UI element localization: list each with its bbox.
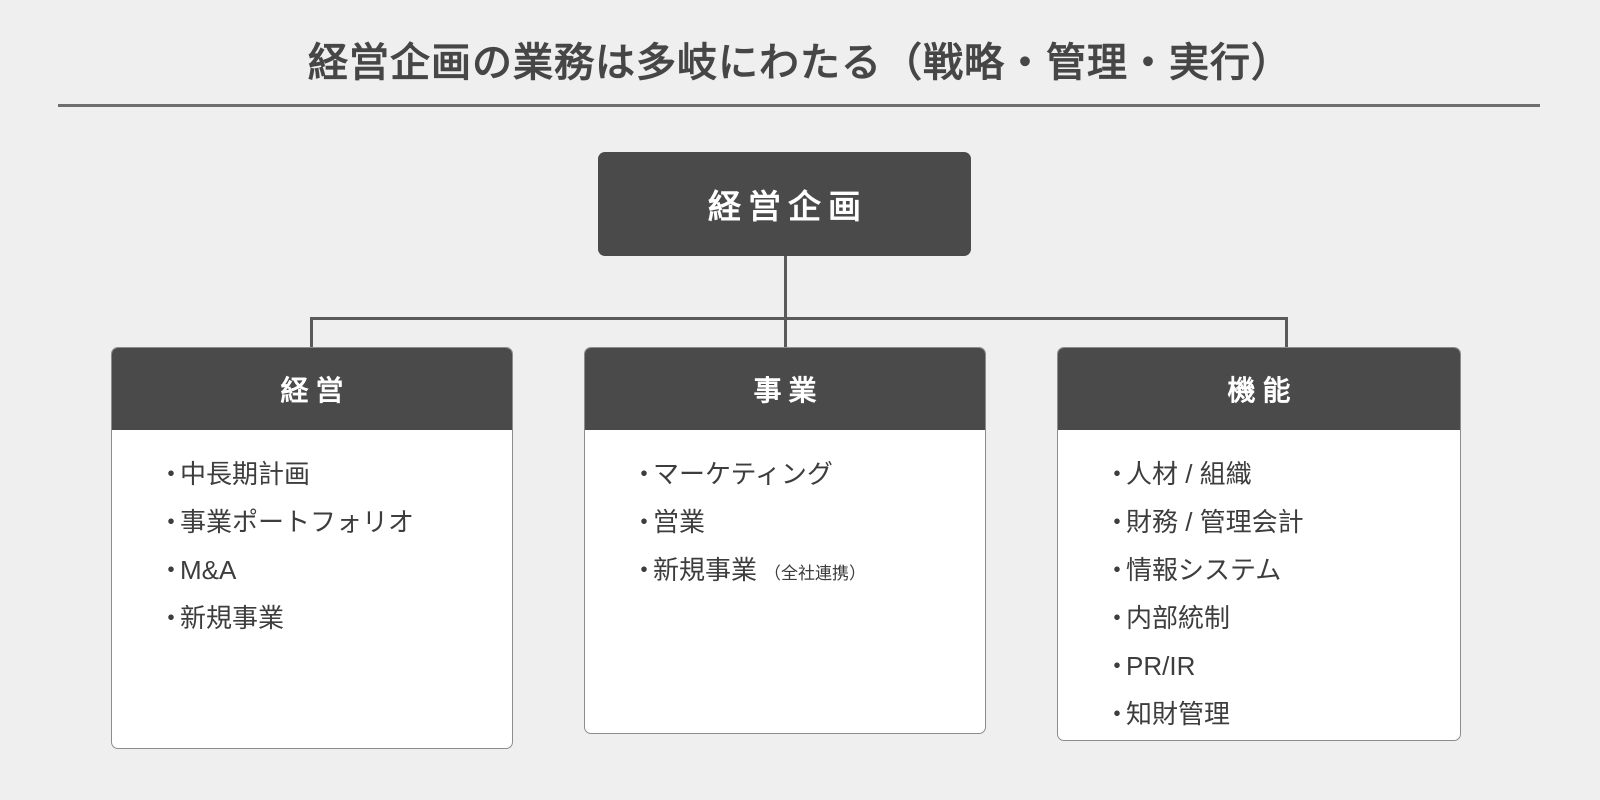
list-item: ・ 人材 / 組織 bbox=[1104, 450, 1460, 498]
root-node-keiei-kikaku: 経営企画 bbox=[598, 152, 971, 256]
list-item: ・ M&A bbox=[158, 546, 512, 594]
category-body-kino: ・ 人材 / 組織 ・ 財務 / 管理会計 ・ 情報システム ・ 内部統制 ・ bbox=[1058, 430, 1460, 740]
bullet-icon: ・ bbox=[158, 459, 185, 489]
bullet-icon: ・ bbox=[1104, 603, 1131, 633]
list-item-label: 中長期計画 bbox=[180, 459, 311, 489]
list-item-label: M&A bbox=[180, 555, 237, 585]
list-item-label: 新規事業 bbox=[180, 603, 285, 633]
list-item: ・ PR/IR bbox=[1104, 642, 1460, 690]
connector-root-vertical bbox=[784, 255, 787, 319]
list-item: ・ 中長期計画 bbox=[158, 450, 512, 498]
category-card-jigyo: 事業 ・ マーケティング ・ 営業 ・ 新規事業 （全社連携） bbox=[584, 347, 986, 734]
list-item-label: マーケティング bbox=[653, 459, 833, 489]
connector-branch-right bbox=[1285, 317, 1288, 348]
list-item-label: 情報システム bbox=[1126, 555, 1282, 585]
category-header-jigyo: 事業 bbox=[585, 348, 985, 430]
item-list-keiei: ・ 中長期計画 ・ 事業ポートフォリオ ・ M&A ・ 新規事業 bbox=[158, 450, 512, 642]
category-header-label: 経営 bbox=[280, 375, 351, 406]
bullet-icon: ・ bbox=[1104, 699, 1131, 729]
list-item-label: 財務 / 管理会計 bbox=[1126, 507, 1304, 537]
connector-horizontal-bus bbox=[310, 317, 1288, 320]
list-item-label: 知財管理 bbox=[1126, 699, 1231, 729]
bullet-icon: ・ bbox=[631, 507, 658, 537]
category-body-jigyo: ・ マーケティング ・ 営業 ・ 新規事業 （全社連携） bbox=[585, 430, 985, 733]
page-title: 経営企画の業務は多岐にわたる（戦略・管理・実行） bbox=[308, 41, 1292, 85]
bullet-icon: ・ bbox=[1104, 555, 1131, 585]
list-item: ・ 新規事業 bbox=[158, 594, 512, 642]
category-header-keiei: 経営 bbox=[112, 348, 512, 430]
list-item: ・ 財務 / 管理会計 bbox=[1104, 498, 1460, 546]
connector-branch-left bbox=[310, 317, 313, 348]
list-item: ・ 新規事業 （全社連携） bbox=[631, 546, 985, 598]
connector-branch-middle bbox=[784, 317, 787, 348]
category-header-label: 事業 bbox=[753, 375, 824, 406]
bullet-icon: ・ bbox=[1104, 459, 1131, 489]
category-card-keiei: 経営 ・ 中長期計画 ・ 事業ポートフォリオ ・ M&A ・ 新規事業 bbox=[111, 347, 513, 749]
bullet-icon: ・ bbox=[1104, 651, 1131, 681]
bullet-icon: ・ bbox=[158, 603, 185, 633]
list-item: ・ 営業 bbox=[631, 498, 985, 546]
category-body-keiei: ・ 中長期計画 ・ 事業ポートフォリオ ・ M&A ・ 新規事業 bbox=[112, 430, 512, 748]
list-item: ・ 事業ポートフォリオ bbox=[158, 498, 512, 546]
category-header-label: 機能 bbox=[1227, 375, 1298, 406]
item-list-kino: ・ 人材 / 組織 ・ 財務 / 管理会計 ・ 情報システム ・ 内部統制 ・ bbox=[1104, 450, 1460, 738]
list-item-label: 人材 / 組織 bbox=[1126, 459, 1252, 489]
list-item-label: PR/IR bbox=[1126, 651, 1196, 681]
list-item: ・ 知財管理 bbox=[1104, 690, 1460, 738]
item-list-jigyo: ・ マーケティング ・ 営業 ・ 新規事業 （全社連携） bbox=[631, 450, 985, 598]
category-header-kino: 機能 bbox=[1058, 348, 1460, 430]
bullet-icon: ・ bbox=[631, 555, 658, 585]
root-node-label: 経営企画 bbox=[708, 188, 868, 225]
bullet-icon: ・ bbox=[1104, 507, 1131, 537]
list-item-note: （全社連携） bbox=[764, 564, 867, 583]
list-item-label: 営業 bbox=[653, 507, 706, 537]
bullet-icon: ・ bbox=[631, 459, 658, 489]
list-item-label: 事業ポートフォリオ bbox=[180, 507, 415, 537]
title-divider bbox=[58, 104, 1540, 107]
bullet-icon: ・ bbox=[158, 507, 185, 537]
category-card-kino: 機能 ・ 人材 / 組織 ・ 財務 / 管理会計 ・ 情報システム ・ 内部統制 bbox=[1057, 347, 1461, 741]
bullet-icon: ・ bbox=[158, 555, 185, 585]
list-item: ・ マーケティング bbox=[631, 450, 985, 498]
list-item-label: 新規事業 bbox=[653, 555, 758, 585]
list-item-label: 内部統制 bbox=[1126, 603, 1231, 633]
list-item: ・ 内部統制 bbox=[1104, 594, 1460, 642]
list-item: ・ 情報システム bbox=[1104, 546, 1460, 594]
